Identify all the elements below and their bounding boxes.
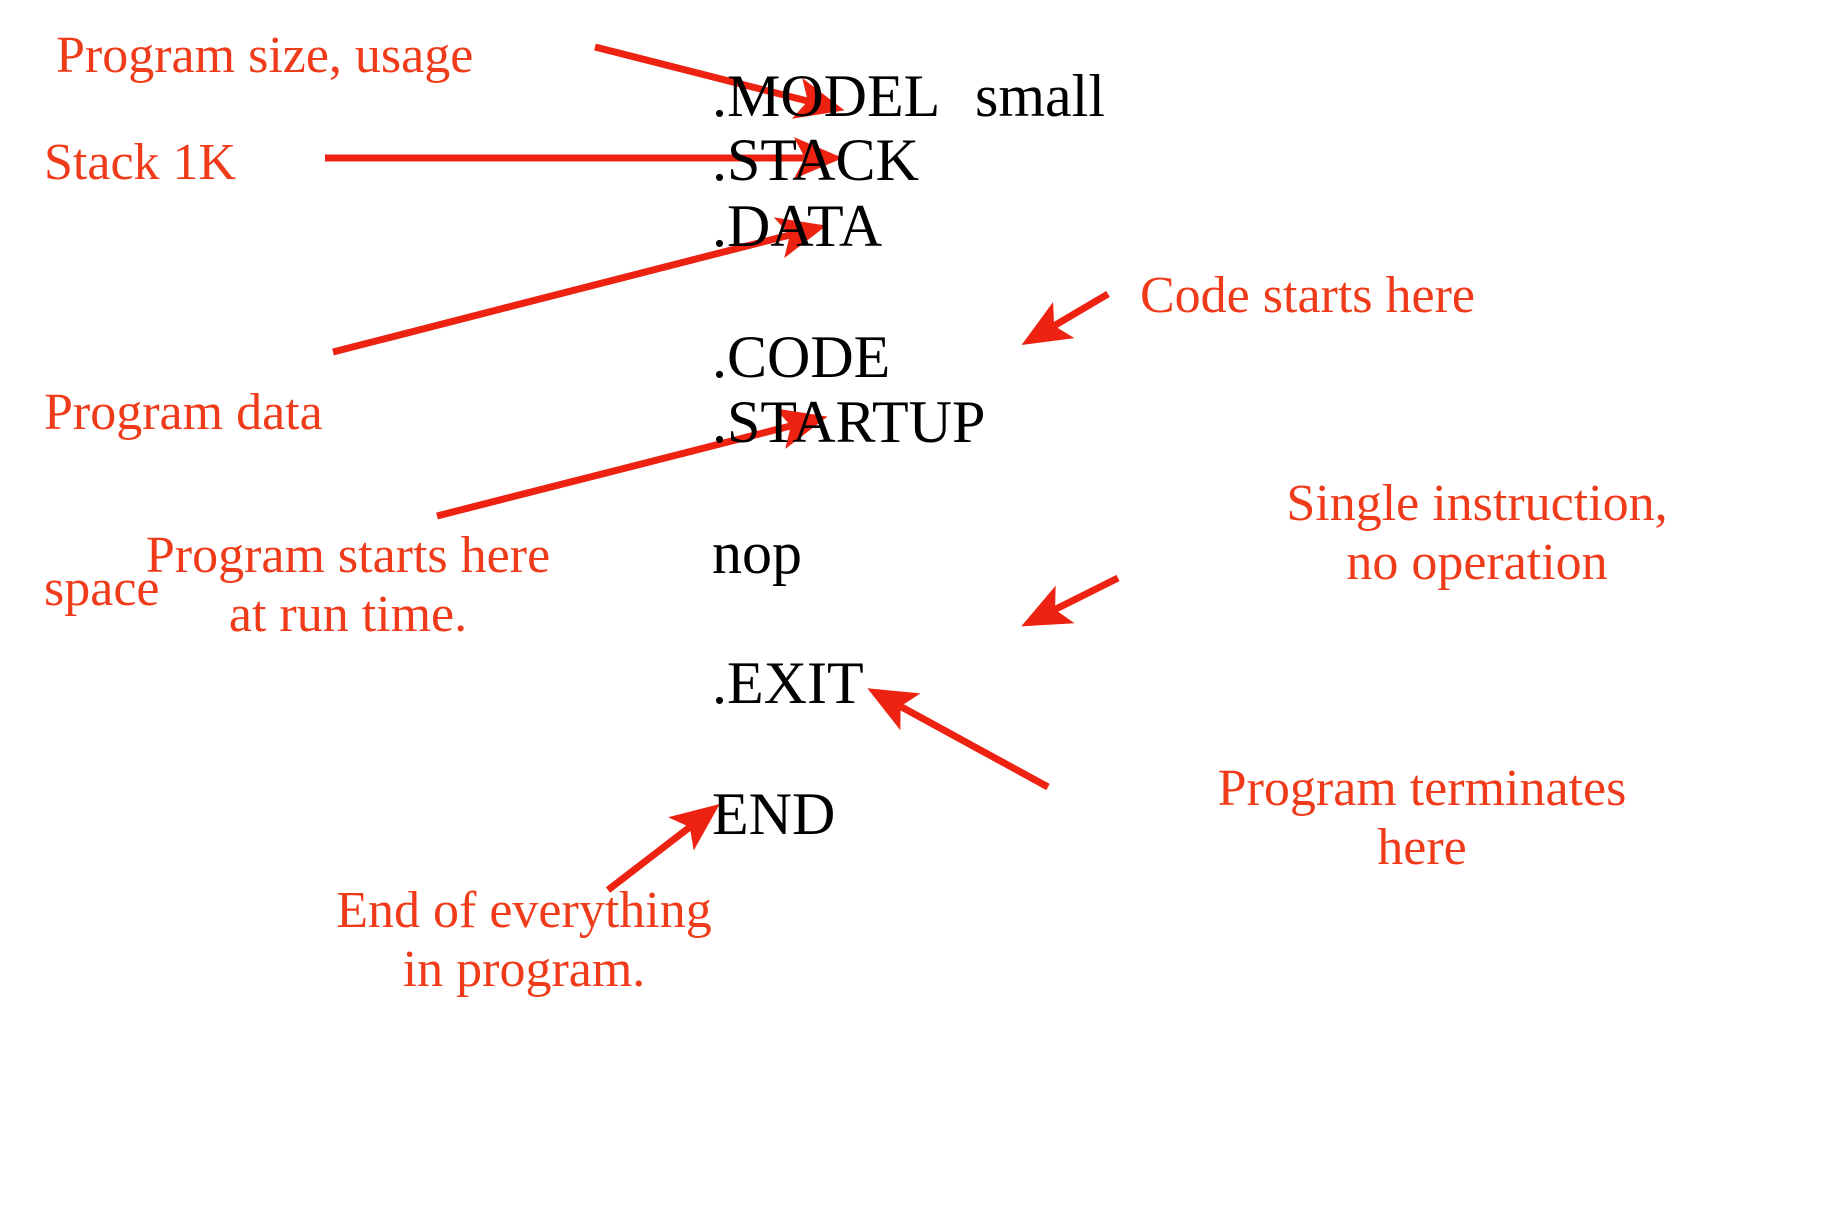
code-line-code: .CODE (712, 324, 891, 390)
annotation-end-of-everything-line2: in program. (402, 940, 646, 998)
annotation-program-size-usage: Program size, usage (56, 27, 474, 84)
annotation-single-instruction-line2: no operation (1346, 533, 1608, 591)
annotation-program-terminates-here: Program terminates here (1052, 760, 1792, 878)
annotation-end-of-everything-line1: End of everything (336, 882, 712, 939)
code-line-startup: .STARTUP (712, 389, 986, 455)
arrow-to-end (605, 804, 720, 893)
annotation-program-data-line2: space (44, 559, 160, 617)
annotation-program-data-space: Program data space (44, 266, 323, 736)
annotation-end-of-everything: End of everything in program. (322, 882, 726, 1000)
arrow-to-exit (867, 688, 1050, 791)
code-line-end: END (712, 781, 836, 847)
code-line-model: .MODEL (712, 63, 941, 129)
annotation-program-terminates-line1: Program terminates (1217, 760, 1627, 817)
annotation-program-starts-line2: at run time. (228, 585, 468, 643)
annotation-code-starts-here: Code starts here (1140, 267, 1476, 324)
annotation-program-starts-line1: Program starts here (145, 527, 551, 584)
annotation-program-data-line1: Program data (44, 383, 323, 441)
annotation-program-starts-here: Program starts here at run time. (128, 527, 568, 645)
arrow-to-nop (1021, 574, 1120, 627)
arrow-to-code (1021, 290, 1110, 345)
code-line-data: .DATA (712, 193, 883, 259)
code-line-nop: nop (712, 520, 802, 586)
code-line-model-operand: small (975, 63, 1105, 129)
code-line-stack: .STACK (712, 127, 919, 193)
annotation-single-instruction-line1: Single instruction, (1286, 475, 1668, 532)
annotation-single-instruction: Single instruction, no operation (1118, 475, 1836, 593)
annotation-program-terminates-line2: here (1377, 818, 1467, 876)
annotation-stack-1k: Stack 1K (44, 134, 237, 191)
code-line-exit: .EXIT (712, 650, 864, 716)
